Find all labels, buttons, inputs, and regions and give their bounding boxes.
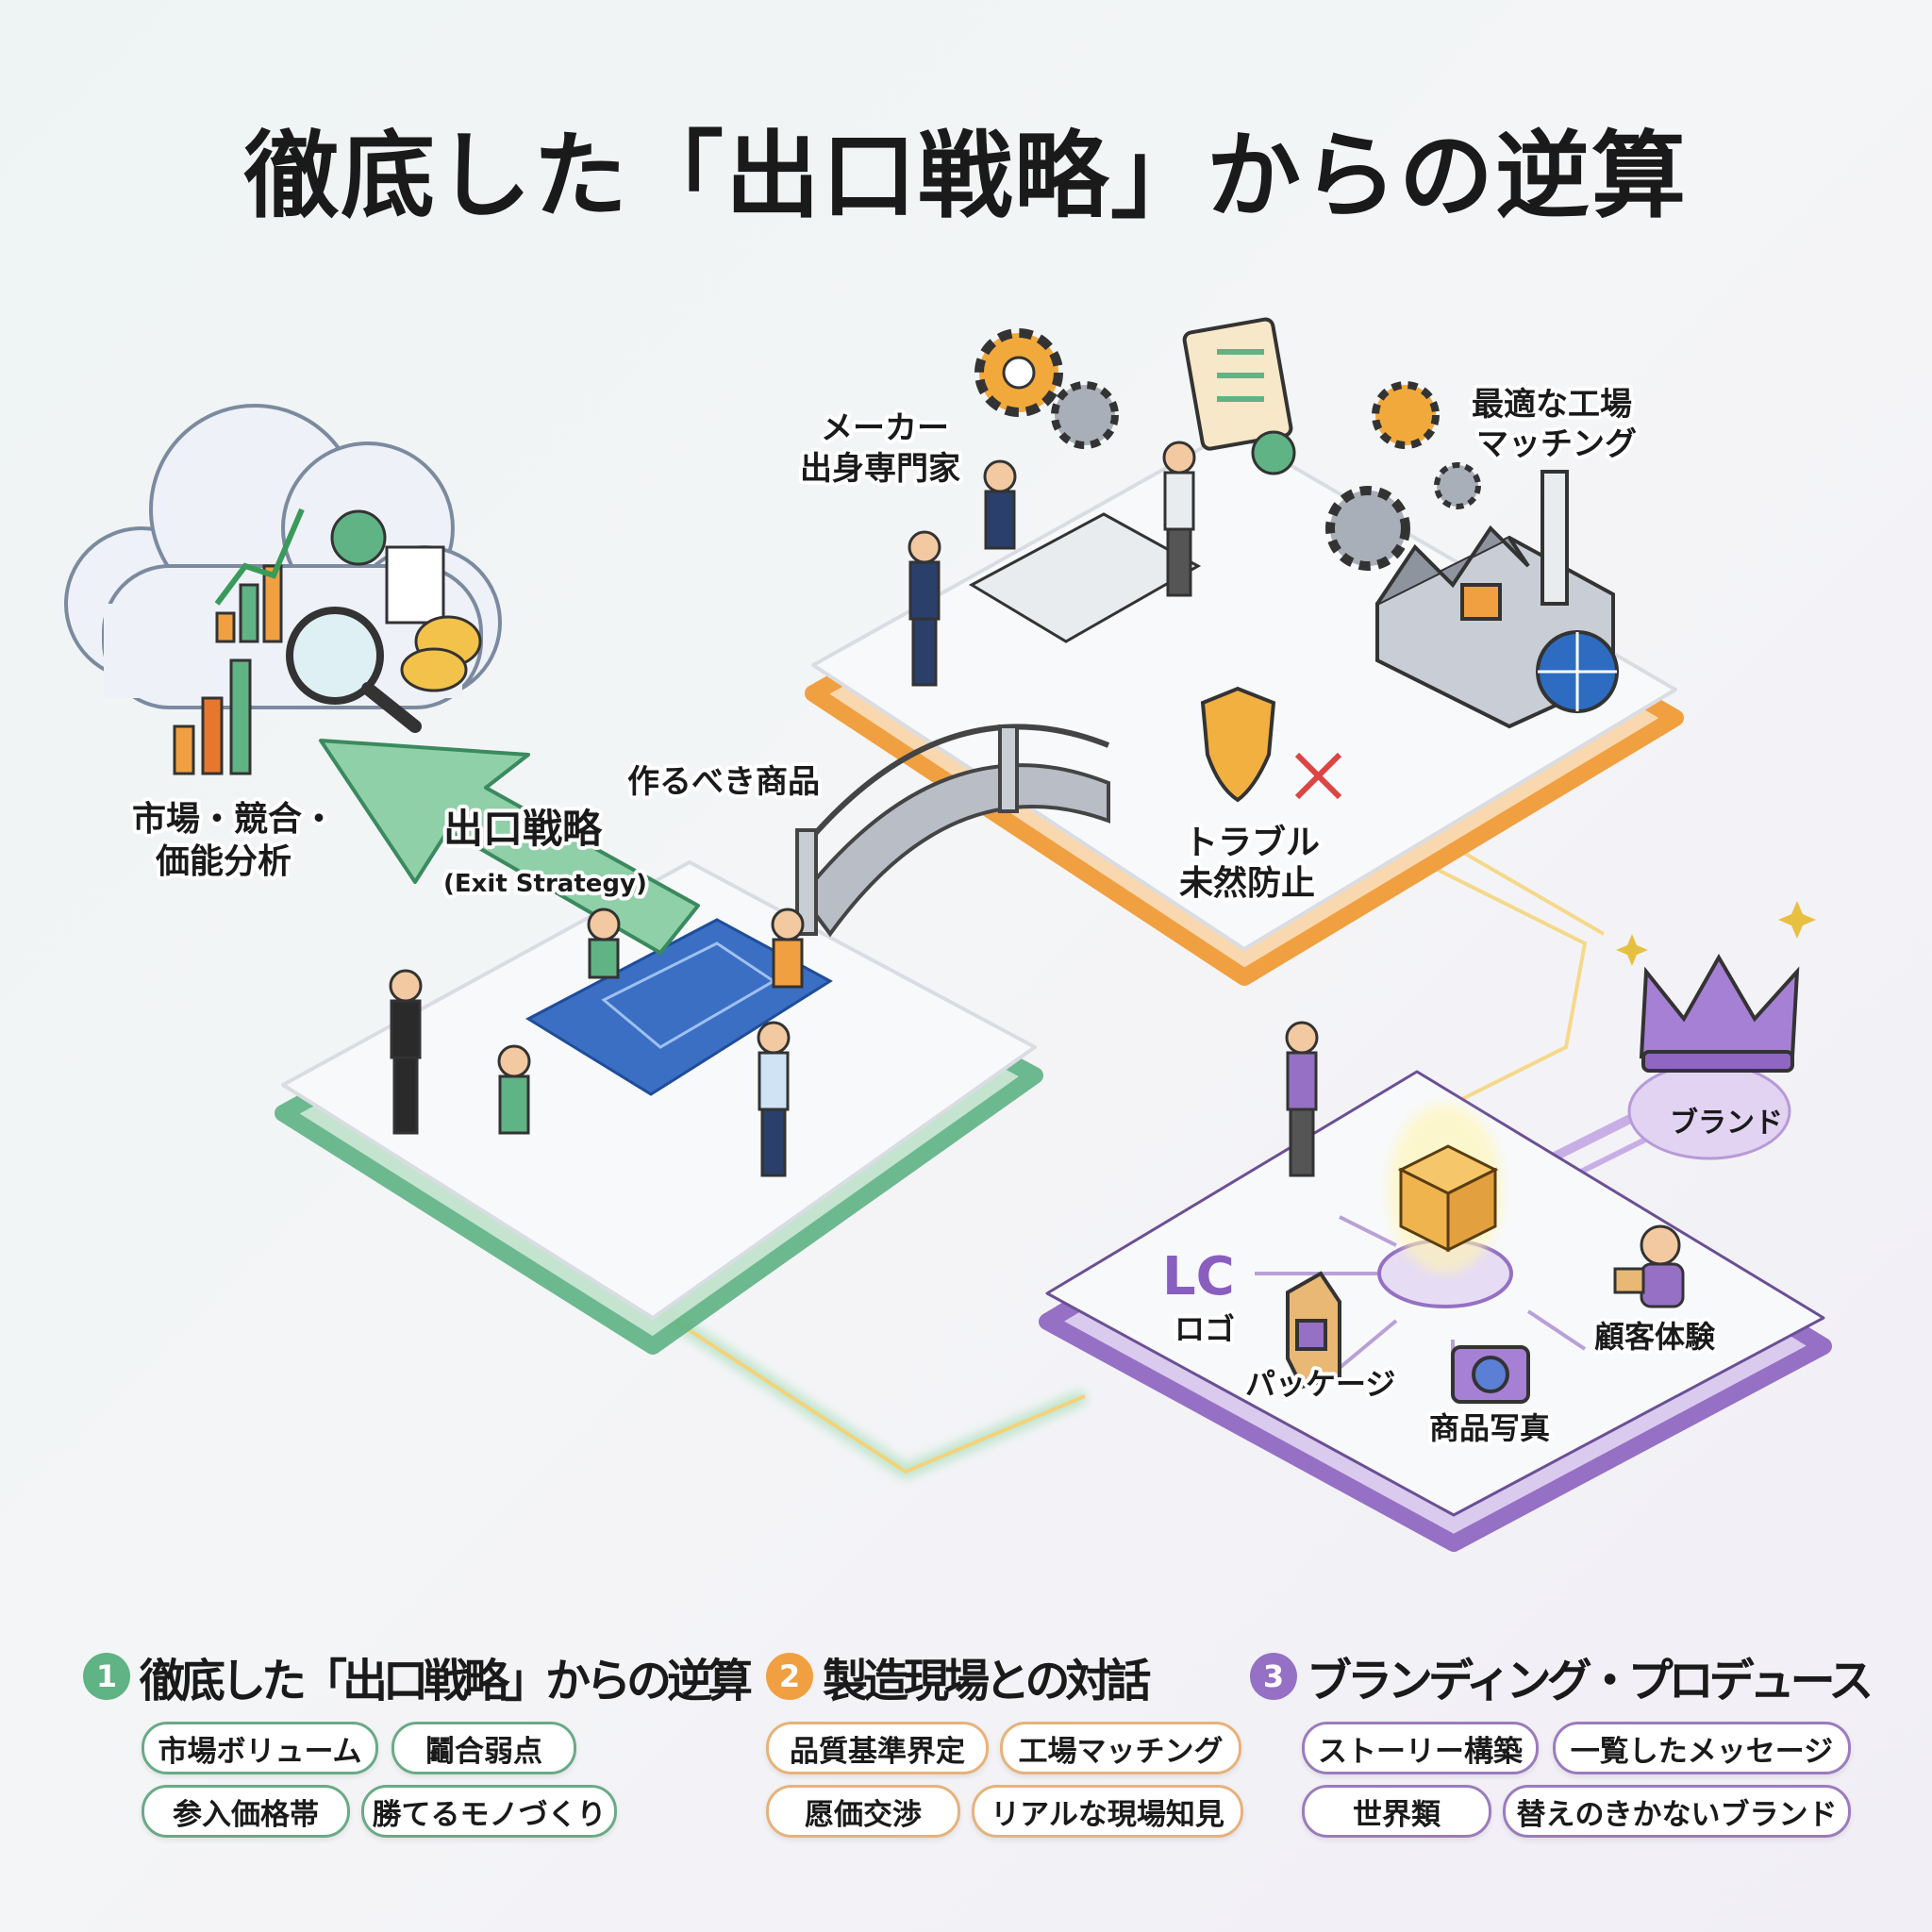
product-label: 作るべき商品: [627, 763, 820, 801]
check-icon: [1251, 430, 1296, 475]
pie-chart-icon: [330, 509, 387, 566]
person-icon: [1285, 1021, 1319, 1177]
person-icon: [587, 908, 621, 979]
factory-icon: [1375, 470, 1619, 729]
expert-label-2: 出身専門家: [800, 450, 960, 488]
person-icon: [983, 459, 1017, 550]
platform-exit-strategy: [275, 860, 1043, 1355]
market-analysis-cloud-icon: [64, 404, 502, 775]
arrow-sublabel: (Exit Strategy): [443, 870, 647, 898]
sparkle-icon: [1778, 901, 1816, 939]
section-title: ブランディング・プロデュース: [1307, 1655, 1874, 1707]
tag-pill: 勝てるモノづくり: [361, 1785, 617, 1838]
platform-branding: [1039, 1070, 1832, 1552]
person-icon: [497, 1044, 531, 1135]
tag-pill: 市場ボリューム: [142, 1722, 378, 1774]
factory-label-2: マッチング: [1476, 425, 1637, 463]
tag-pill: リアルな現場知見: [972, 1785, 1243, 1838]
tag-pill: 愿価交渉: [766, 1785, 960, 1838]
factory-label-1: 最適な工場: [1472, 386, 1632, 424]
logo-label: ロゴ: [1174, 1311, 1235, 1347]
tag-pill: 世界類: [1302, 1785, 1491, 1838]
customer-label: 顧客体験: [1594, 1319, 1716, 1355]
tag-pill: 一覧したメッセージ: [1553, 1722, 1851, 1774]
expert-label-1: メーカー: [821, 409, 949, 447]
package-box-icon: [1397, 1144, 1499, 1253]
trouble-label-1: トラブル: [1184, 823, 1320, 862]
camera-icon: [1451, 1345, 1530, 1404]
person-icon: [389, 969, 423, 1135]
logo-mark: LC: [1162, 1246, 1235, 1307]
people-figures: [389, 441, 1685, 1308]
sparkle-icon: [1616, 934, 1648, 966]
tag-pill: 参入価格帯: [142, 1785, 350, 1838]
tag-pill: 鬮合弱点: [391, 1722, 576, 1774]
shield-icon: [1200, 686, 1276, 803]
brand-label: ブランド: [1670, 1107, 1783, 1140]
tag-pill: 替えのきかないブランド: [1503, 1785, 1851, 1838]
tag-pill: 品質基準界定: [766, 1722, 989, 1774]
section-number-badge: 2: [766, 1653, 813, 1700]
tag-pill: ストーリー構築: [1302, 1722, 1539, 1774]
person-icon: [771, 908, 805, 989]
exit-strategy-arrow: 出口戦略 (Exit Strategy): [319, 739, 700, 955]
package-bag-icon: [1286, 1271, 1341, 1390]
page-title: 徹底した「出口戦略」からの逆算: [244, 121, 1688, 231]
gear-icons: [974, 328, 1481, 571]
section-2-heading: 2 製造現場との対話: [766, 1643, 1152, 1709]
package-label: パッケージ: [1245, 1366, 1395, 1402]
person-icon: [908, 530, 941, 687]
customer-icon: [1613, 1224, 1685, 1308]
checklist-clipboard-icon: [1182, 317, 1296, 475]
market-analysis-label-2: 価能分析: [155, 842, 291, 881]
warning-cross-icon: [1294, 752, 1342, 800]
arrow-label: 出口戦略: [443, 806, 603, 852]
magnifier-icon: [286, 607, 384, 705]
photo-label: 商品写真: [1429, 1410, 1550, 1446]
section-title: 製造現場との対話: [823, 1655, 1152, 1707]
bridge-icon: [795, 724, 1110, 938]
crown-icon: [1616, 901, 1816, 1160]
section-1-heading: 1 徹底した「出口戦略」からの逆算: [83, 1643, 753, 1709]
person-icon: [757, 1021, 791, 1177]
market-analysis-label-1: 市場・競合・: [132, 800, 336, 839]
person-icon: [1162, 441, 1196, 597]
tag-pill: 工場マッチング: [1000, 1722, 1241, 1774]
trouble-label-2: 未然防止: [1179, 863, 1315, 903]
section-number-badge: 1: [83, 1653, 130, 1700]
section-title: 徹底した「出口戦略」からの逆算: [140, 1655, 753, 1707]
illustration-labels: 市場・競合・ 価能分析 作るべき商品 メーカー 出身専門家 最適な工場 マッチン…: [128, 382, 1783, 1450]
table-icon: [968, 512, 1202, 643]
blueprint-icon: [525, 918, 833, 1096]
section-3-heading: 3 ブランディング・プロデュース: [1250, 1643, 1874, 1709]
section-number-badge: 3: [1250, 1653, 1297, 1700]
